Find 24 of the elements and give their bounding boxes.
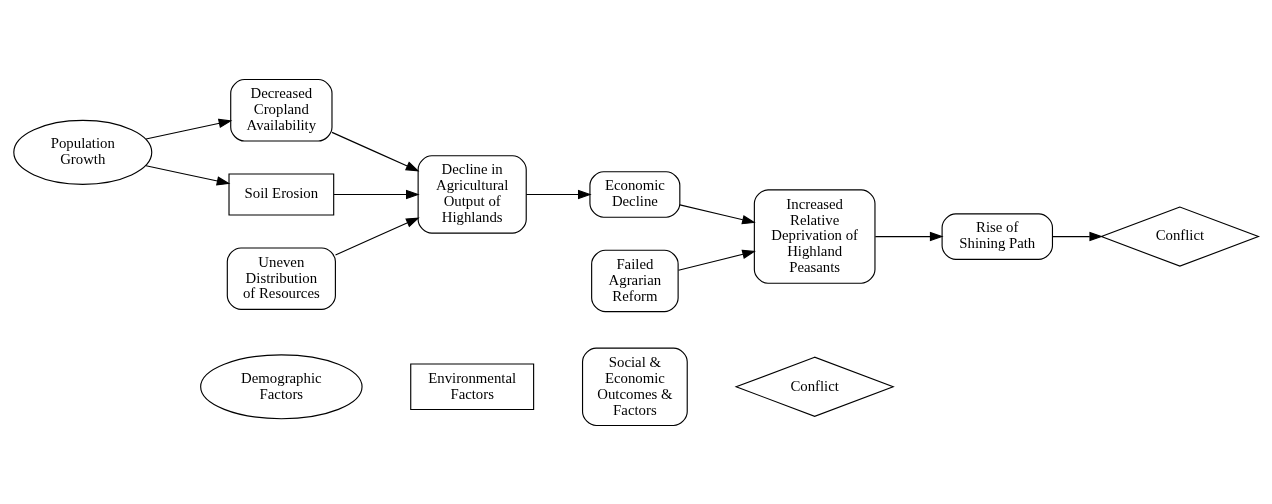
arrow xyxy=(1051,231,1104,241)
node-diamond: Conflict xyxy=(1099,205,1261,267)
arrow xyxy=(145,118,233,140)
arrow xyxy=(525,189,592,199)
node-box: Social & Economic Outcomes & Factors xyxy=(581,347,688,426)
arrow xyxy=(677,249,756,271)
arrow xyxy=(145,164,231,186)
node-box: Environmental Factors xyxy=(410,362,535,410)
node-diamond: Conflict xyxy=(734,356,895,417)
node-ellipse: Population Growth xyxy=(13,119,153,185)
node-box: Rise of Shining Path xyxy=(941,212,1054,260)
node-box: Increased Relative Deprivation of Highland Peasants xyxy=(753,188,876,284)
arrow xyxy=(874,231,944,241)
node-box: Economic Decline xyxy=(589,170,681,218)
node-box: Soil Erosion xyxy=(228,172,335,215)
node-box: Decline in Agricultural Output of Highlands xyxy=(417,154,527,234)
arrow xyxy=(333,189,420,199)
node-ellipse: Demographic Factors xyxy=(200,353,363,419)
arrow xyxy=(331,131,420,171)
node-box: Failed Agrarian Reform xyxy=(591,249,679,312)
arrow xyxy=(334,216,420,256)
node-box: Uneven Distribution of Resources xyxy=(226,246,336,310)
node-box: Decreased Cropland Availability xyxy=(230,78,333,142)
arrow xyxy=(679,203,756,224)
